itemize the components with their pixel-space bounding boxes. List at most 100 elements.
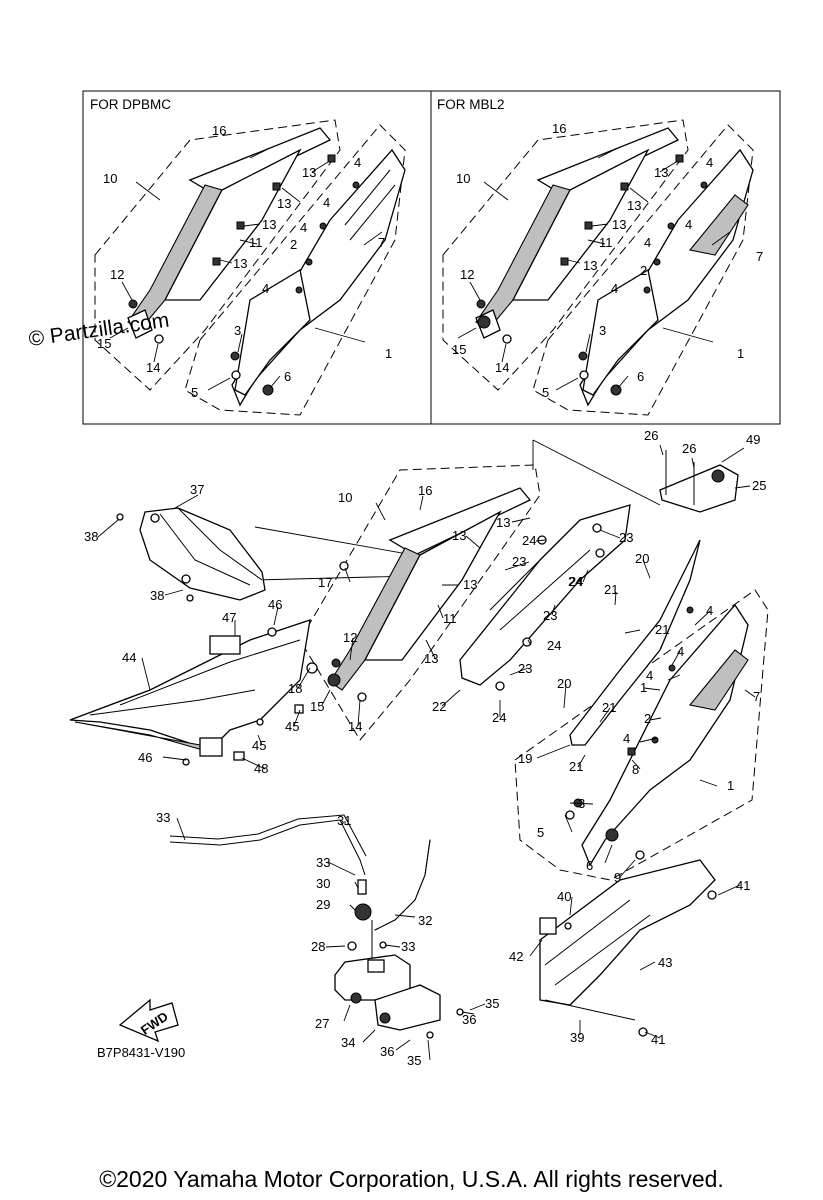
callout: 4 [323,195,330,210]
callout: 33 [316,855,330,870]
callout: 42 [509,949,523,964]
callout: 21 [655,622,669,637]
callout: 33 [401,939,415,954]
callout: 12 [110,267,124,282]
callout: 4 [611,281,618,296]
callout: 41 [736,878,750,893]
callout: 2 [644,711,651,726]
callout: 10 [456,171,470,186]
callout: 20 [557,676,571,691]
callout: 23 [512,554,526,569]
callout: 44 [122,650,136,665]
main-drawing [69,439,769,1061]
callout: 28 [311,939,325,954]
callout: 13 [452,528,466,543]
callout: 6 [284,369,291,384]
callout: 32 [418,913,432,928]
inset-title-dpbmc: FOR DPBMC [90,97,171,112]
callout: 38 [84,529,98,544]
callout: 1 [727,778,734,793]
callout: 46 [268,597,282,612]
callout: 4 [677,644,684,659]
callout: 13 [612,217,626,232]
callout: 25 [752,478,766,493]
callout: 13 [262,217,276,232]
main-callouts: 26 26 49 25 37 16 10 38 13 23 24 13 23 2… [84,428,766,1068]
callout: 13 [583,258,597,273]
callout: 3 [599,323,606,338]
callout: 5 [191,385,198,400]
callout: 45 [285,719,299,734]
callout: 13 [277,196,291,211]
callout: 10 [103,171,117,186]
callout: 13 [424,651,438,666]
callout: 47 [222,610,236,625]
callout: 17 [318,575,332,590]
callout: 24 [568,574,582,589]
callout: 41 [651,1032,665,1047]
callout: 4 [623,731,630,746]
callout: 1 [640,680,647,695]
callout: 24 [522,533,536,548]
inset-box-mbl2 [430,90,781,425]
callout: 39 [570,1030,584,1045]
inset-drawing-dpbmc [94,119,406,416]
callout: 21 [569,759,583,774]
callout: 35 [485,996,499,1011]
callout: 7 [756,249,763,264]
callout: 33 [156,810,170,825]
callout: 26 [644,428,658,443]
callout: 19 [518,751,532,766]
callout: 14 [495,360,509,375]
callout: 11 [443,611,457,626]
callout: 14 [146,360,160,375]
callout: 13 [654,165,668,180]
callout: 4 [646,668,653,683]
callout: 45 [252,738,266,753]
callout: 26 [682,441,696,456]
callout: 22 [432,699,446,714]
callout: 24 [492,710,506,725]
callout: 13 [627,198,641,213]
callout: 4 [706,155,713,170]
inset-drawing-mbl2 [442,119,754,416]
callout: 4 [354,155,361,170]
inset-mbl2-callouts: 16 10 13 13 4 13 4 11 4 7 13 2 12 4 15 3… [452,121,763,400]
diagram-code: B7P8431-V190 [97,1045,185,1060]
callout: 16 [212,123,226,138]
callout: 23 [619,530,633,545]
callout: 8 [632,762,639,777]
callout: 30 [316,876,330,891]
callout: 21 [604,582,618,597]
callout: 15 [97,336,111,351]
callout: 1 [737,346,744,361]
callout: 6 [586,858,593,873]
callout: 4 [644,235,651,250]
callout: 48 [254,761,268,776]
callout: 5 [542,385,549,400]
callout: 20 [635,551,649,566]
callout: 3 [578,796,585,811]
callout: 13 [496,515,510,530]
callout: 15 [310,699,324,714]
callout: 12 [343,630,357,645]
callout: 10 [338,490,352,505]
callout: 36 [380,1044,394,1059]
callout: 34 [341,1035,355,1050]
callout: 16 [552,121,566,136]
callout: 7 [378,235,385,250]
callout: 40 [557,889,571,904]
callout: 21 [602,700,616,715]
callout: 4 [300,220,307,235]
callout: 18 [288,681,302,696]
callout: 31 [337,813,351,828]
callout: 16 [418,483,432,498]
callout: 11 [249,235,263,250]
callout: 23 [518,661,532,676]
fwd-arrow-icon [118,998,179,1043]
callout: 49 [746,432,760,447]
inset-title-mbl2: FOR MBL2 [437,97,505,112]
callout: 13 [463,577,477,592]
callout: 2 [290,237,297,252]
callout: 14 [348,719,362,734]
